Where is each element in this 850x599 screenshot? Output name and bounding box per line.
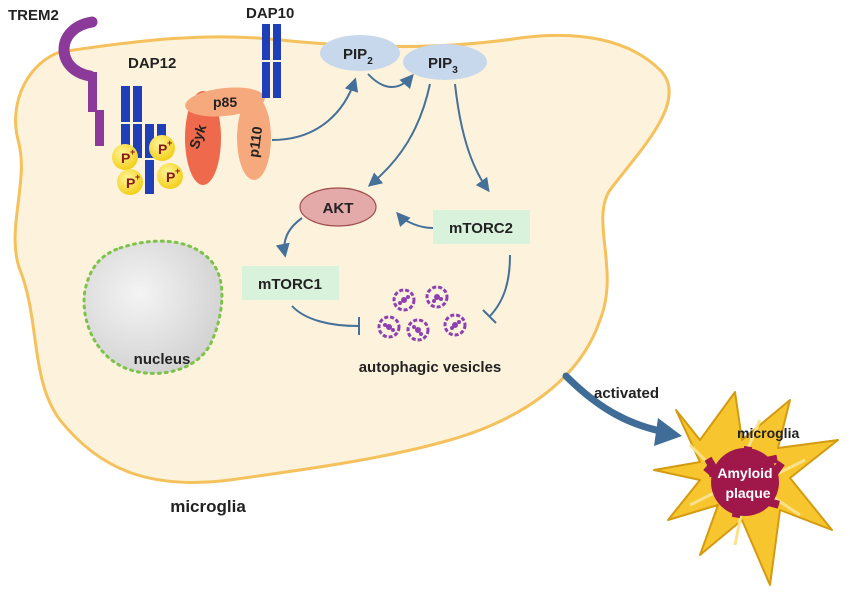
- akt-label: AKT: [323, 200, 354, 217]
- mtorc2-box: [433, 210, 530, 244]
- p110-to-pip2-arrow: [271, 77, 359, 141]
- microglia-cell-label: microglia: [170, 497, 246, 516]
- phosphate-group: P +: [117, 169, 143, 195]
- mtorc2-label: mTORC2: [449, 220, 513, 237]
- pip2-to-pip3-arrow: [367, 73, 414, 90]
- trem2-label: TREM2: [8, 7, 59, 24]
- nucleus-label: nucleus: [134, 351, 191, 368]
- svg-text:P: P: [126, 175, 135, 191]
- mtorc2-inhibits-vesicles: [489, 254, 511, 317]
- svg-text:P: P: [158, 141, 167, 157]
- amyloid-plaque: [703, 445, 785, 519]
- dap10-dimer: [262, 24, 281, 98]
- pip2-label: PIP2: [343, 46, 373, 67]
- dap12-label: DAP12: [128, 55, 176, 72]
- trem2-receptor: [58, 16, 104, 146]
- nucleus: [82, 239, 224, 375]
- activated-label: activated: [594, 385, 659, 402]
- mtorc1-inhibits-vesicles: [291, 305, 359, 327]
- amyloid-plaque-label-line1: Amyloid: [717, 465, 772, 481]
- pip3-label: PIP3: [428, 55, 458, 76]
- autophagic-vesicles-label: autophagic vesicles: [359, 359, 502, 376]
- pip3-node: [403, 44, 487, 80]
- svg-text:+: +: [175, 166, 180, 176]
- mtorc2-to-akt-arrow: [396, 211, 434, 229]
- activation-arrow-head: [654, 418, 682, 446]
- svg-text:+: +: [167, 138, 172, 148]
- phosphate-group: P +: [112, 144, 138, 170]
- p110-label: p110: [245, 125, 265, 158]
- dap10-label: DAP10: [246, 5, 294, 22]
- pip2-node: [320, 35, 400, 71]
- phosphate-group: P +: [157, 163, 183, 189]
- mtorc1-label: mTORC1: [258, 276, 322, 293]
- mtorc2-inhibition-bar: [482, 309, 497, 324]
- svg-text:+: +: [135, 172, 140, 182]
- pip3-to-mtorc2-arrow: [454, 83, 490, 193]
- autophagic-vesicles: [377, 285, 467, 342]
- p110-subunit: [237, 96, 271, 180]
- akt-to-mtorc1-arrow: [275, 217, 303, 258]
- svg-text:P: P: [121, 150, 130, 166]
- pip3-to-akt-arrow: [367, 83, 431, 187]
- svg-text:P: P: [166, 169, 175, 185]
- akt-node: [299, 187, 377, 227]
- phosphate-group: P +: [149, 135, 175, 161]
- mtorc1-box: [242, 266, 339, 300]
- activation-arrow: [562, 372, 669, 436]
- amyloid-plaque-label-line2: plaque: [725, 485, 770, 501]
- activated-microglia-label: microglia: [737, 425, 799, 441]
- svg-text:+: +: [130, 147, 135, 157]
- p85-label: p85: [213, 94, 237, 110]
